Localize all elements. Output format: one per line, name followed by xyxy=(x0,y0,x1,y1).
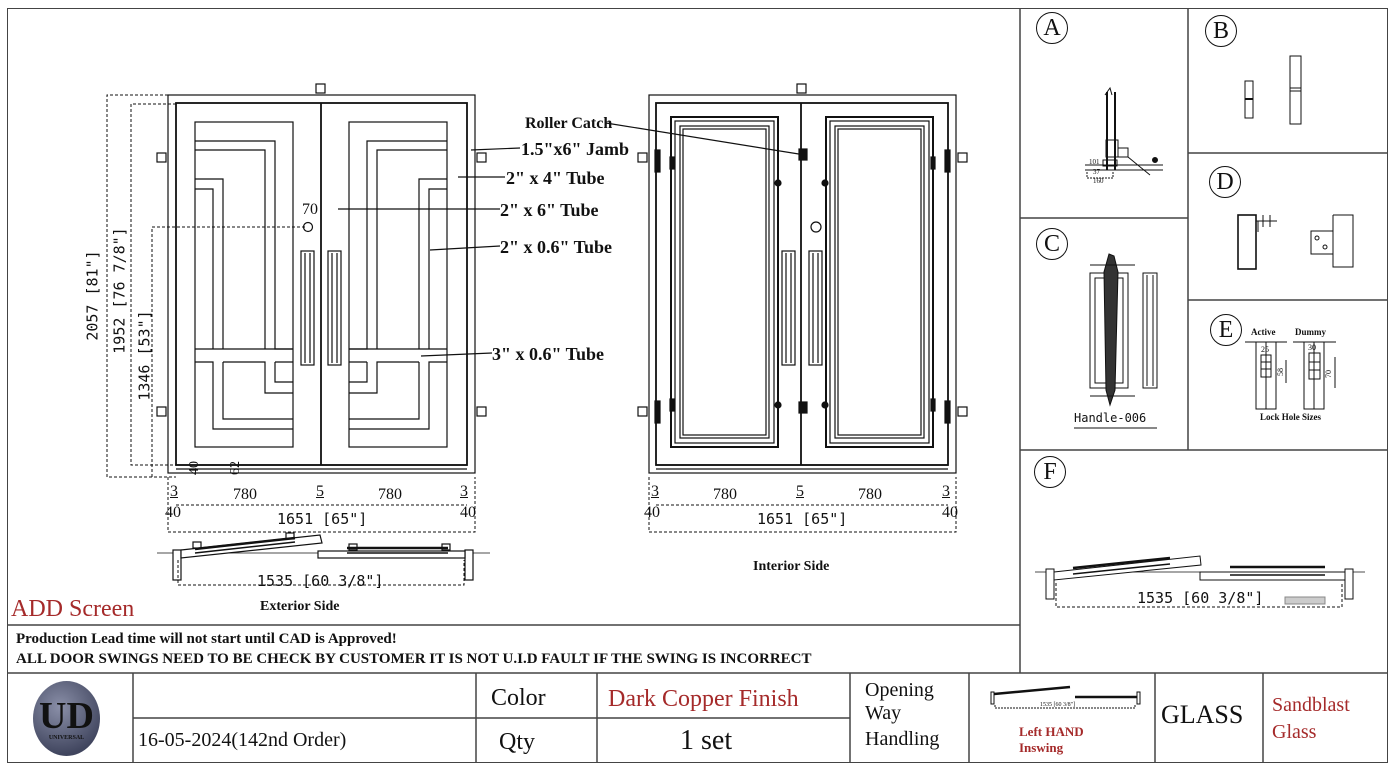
qty-value: 1 set xyxy=(680,725,733,756)
title-block-grid xyxy=(132,673,1264,763)
callout-2x6-tube: 2" x 6" Tube xyxy=(500,200,599,220)
detail-e-dummy-height: 70 xyxy=(1324,370,1333,378)
dim-height-handle: 1346 [53"] xyxy=(135,310,154,401)
detail-b-drawing xyxy=(1244,55,1302,125)
detail-e-active-label: Active xyxy=(1251,327,1276,337)
detail-e-drawing xyxy=(1245,341,1336,410)
detail-f-drawing xyxy=(1035,555,1365,608)
color-label: Color xyxy=(491,685,546,711)
int-dim-5: 5 xyxy=(796,483,804,500)
callout-2x4-tube: 2" x 4" Tube xyxy=(506,168,605,188)
detail-e-caption: Lock Hole Sizes xyxy=(1260,412,1321,422)
int-dim-jamb-left: 40 xyxy=(644,504,660,521)
interior-door xyxy=(637,83,968,533)
callout-jamb: 1.5"x6" Jamb xyxy=(521,139,629,159)
detail-b-marker: B xyxy=(1205,15,1237,47)
int-dim-overall: 1651 [65"] xyxy=(757,510,848,528)
int-dim-jamb-right: 40 xyxy=(942,504,958,521)
note-lead-time: Production Lead time will not start unti… xyxy=(16,631,397,647)
ext-dim-3-left: 3 xyxy=(170,483,178,500)
logo-monogram: UD xyxy=(39,694,94,737)
note-door-swing: ALL DOOR SWINGS NEED TO BE CHECK BY CUST… xyxy=(16,651,812,667)
ext-dim-780-left: 780 xyxy=(233,486,257,503)
detail-e-active-width: 25 xyxy=(1261,345,1269,354)
detail-f-swing-dim: 1535 [60 3/8"] xyxy=(1137,589,1264,607)
color-value: Dark Copper Finish xyxy=(608,686,799,712)
order-date: 16-05-2024(142nd Order) xyxy=(138,729,347,751)
detail-e-marker: E xyxy=(1210,314,1242,346)
detail-c-marker: C xyxy=(1036,228,1068,260)
ext-dim-jamb-right: 40 xyxy=(460,504,476,521)
opening-label-1: Opening xyxy=(865,679,934,701)
callout-3x06-tube: 3" x 0.6" Tube xyxy=(492,344,605,364)
int-dim-3-left: 3 xyxy=(651,483,659,500)
detail-a-dim-37: 37 xyxy=(1093,168,1100,176)
interior-caption: Interior Side xyxy=(753,559,830,574)
opening-label-3: Handling xyxy=(865,728,940,750)
glass-label: GLASS xyxy=(1161,700,1244,729)
qty-label: Qty xyxy=(499,729,535,755)
detail-d-marker: D xyxy=(1209,166,1241,198)
title-swing-mini xyxy=(990,685,1141,709)
dim-bottom-62: 62 xyxy=(228,461,243,475)
opening-label-2: Way xyxy=(865,702,902,724)
detail-f-marker: F xyxy=(1034,456,1066,488)
ext-swing-dim: 1535 [60 3/8"] xyxy=(257,572,384,590)
exterior-door xyxy=(106,83,806,533)
int-dim-780-left: 780 xyxy=(713,486,737,503)
ext-dim-780-right: 780 xyxy=(378,486,402,503)
handing-line-1: Left HAND xyxy=(1019,724,1084,739)
ext-dim-overall: 1651 [65"] xyxy=(277,510,368,528)
detail-a-dim-160: 160 xyxy=(1093,177,1104,185)
dim-height-overall: 2057 [81"] xyxy=(83,250,102,341)
ext-dim-5: 5 xyxy=(316,483,324,500)
dim-bottom-40: 40 xyxy=(187,461,202,475)
glass-type-2: Glass xyxy=(1272,721,1317,743)
handing-line-2: Inswing xyxy=(1019,740,1064,755)
detail-c-caption: Handle-006 xyxy=(1074,411,1147,425)
exterior-swing-plan xyxy=(157,532,490,586)
detail-e-dummy-width: 30 xyxy=(1308,343,1316,352)
int-dim-3-right: 3 xyxy=(942,483,950,500)
glass-type-1: Sandblast xyxy=(1272,694,1350,716)
callout-roller-catch: Roller Catch xyxy=(525,115,613,132)
drawing-sheet xyxy=(7,8,1388,763)
detail-e-active-height: 58 xyxy=(1276,368,1285,376)
detail-e-dummy-label: Dummy xyxy=(1295,327,1326,337)
dim-handle-offset: 70 xyxy=(302,201,318,218)
detail-a-marker: A xyxy=(1036,12,1068,44)
detail-d-drawing xyxy=(1237,214,1354,270)
detail-a-drawing xyxy=(1085,86,1163,179)
company-logo: UD UNIVERSAL xyxy=(33,681,100,756)
callout-2x06-tube: 2" x 0.6" Tube xyxy=(500,237,613,257)
detail-c-drawing xyxy=(1074,253,1158,429)
exterior-caption: Exterior Side xyxy=(260,599,340,614)
swing-mini-dim: 1535 [60 3/8"] xyxy=(1040,702,1076,708)
add-screen-note: ADD Screen xyxy=(11,596,135,622)
int-dim-780-right: 780 xyxy=(858,486,882,503)
logo-text: UNIVERSAL xyxy=(48,734,85,741)
dim-height-leaf: 1952 [76 7/8"] xyxy=(110,227,129,354)
ext-dim-3-right: 3 xyxy=(460,483,468,500)
detail-a-dim-101: 101 xyxy=(1089,158,1100,166)
ext-dim-jamb-left: 40 xyxy=(165,504,181,521)
